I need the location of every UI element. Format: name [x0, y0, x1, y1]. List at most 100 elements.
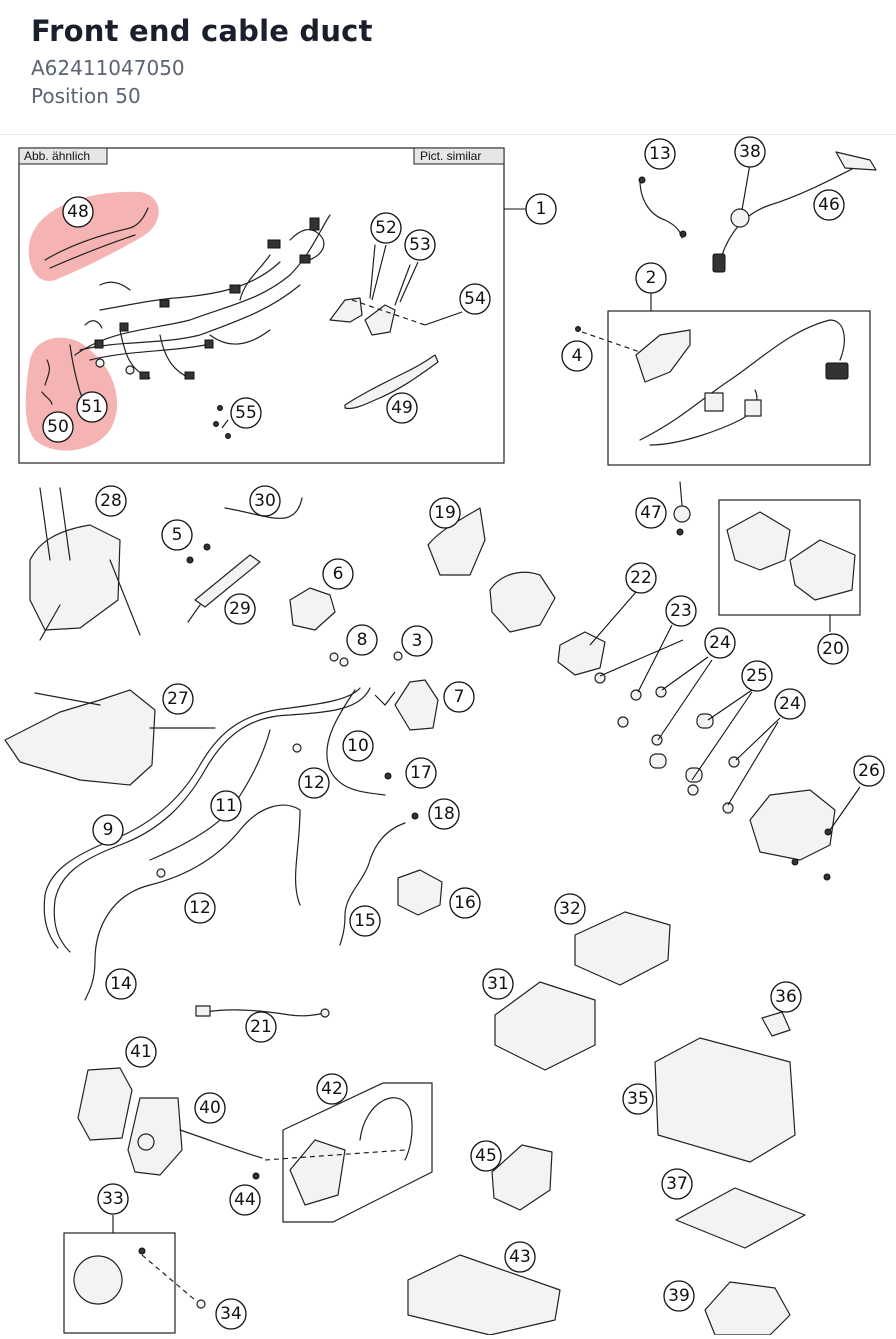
mount-26 — [749, 789, 836, 861]
callout-47: 47 — [635, 497, 667, 529]
svg-text:40: 40 — [199, 1098, 221, 1118]
cable-15 — [339, 822, 406, 946]
cable-13 — [639, 179, 683, 239]
svg-text:32: 32 — [559, 899, 581, 919]
control-unit-31 — [494, 981, 596, 1071]
svg-text:16: 16 — [454, 893, 476, 913]
callout-20: 20 — [817, 633, 849, 665]
cable-50 — [41, 359, 53, 405]
svg-text:53: 53 — [409, 235, 431, 255]
callout-26: 26 — [853, 755, 885, 787]
sensor-47 — [679, 481, 683, 506]
svg-text:17: 17 — [410, 763, 432, 783]
callout-22: 22 — [625, 562, 657, 594]
switch-40 — [127, 1097, 183, 1176]
callout-19: 19 — [429, 497, 461, 529]
pad-37 — [675, 1187, 806, 1249]
sub-harness-48 — [44, 207, 149, 261]
spring-25a — [696, 713, 714, 729]
nut-34 — [196, 1299, 206, 1309]
horn-assembly-33-frame — [63, 1232, 176, 1334]
callout-35: 35 — [622, 1083, 654, 1115]
callout-36: 36 — [770, 981, 802, 1013]
part-3 — [393, 651, 403, 661]
position-label: Position 50 — [31, 84, 141, 108]
callout-24a: 24 — [704, 627, 736, 659]
svg-text:19: 19 — [434, 503, 456, 523]
callout-50: 50 — [42, 411, 74, 443]
callout-44: 44 — [229, 1184, 261, 1216]
washer-24b — [617, 716, 629, 728]
callout-18: 18 — [428, 798, 460, 830]
svg-text:2: 2 — [646, 268, 657, 288]
assembly-42-group — [264, 1082, 433, 1223]
svg-text:28: 28 — [100, 491, 122, 511]
clip-12b — [156, 868, 166, 878]
svg-text:10: 10 — [347, 736, 369, 756]
svg-text:34: 34 — [220, 1304, 242, 1324]
callout-24b: 24 — [774, 688, 806, 720]
callout-4: 4 — [561, 340, 593, 372]
tag-left-text: Abb. ähnlich — [24, 149, 90, 163]
part-number: A62411047050 — [31, 56, 185, 80]
callout-41: 41 — [125, 1036, 157, 1068]
callout-29: 29 — [224, 593, 256, 625]
svg-text:18: 18 — [433, 804, 455, 824]
callout-39: 39 — [663, 1280, 695, 1312]
callout-9: 9 — [92, 814, 124, 846]
callout-16: 16 — [449, 887, 481, 919]
svg-text:43: 43 — [509, 1247, 531, 1267]
svg-text:29: 29 — [229, 599, 251, 619]
svg-text:42: 42 — [321, 1079, 343, 1099]
svg-text:38: 38 — [739, 142, 761, 162]
page-title: Front end cable duct — [31, 14, 373, 48]
svg-text:45: 45 — [475, 1146, 497, 1166]
nut-8 — [329, 652, 339, 662]
callout-51: 51 — [76, 391, 108, 423]
screw-5b — [203, 543, 211, 551]
svg-text:36: 36 — [775, 987, 797, 1007]
callout-31: 31 — [482, 968, 514, 1000]
cable-21 — [204, 1009, 326, 1017]
callout-46: 46 — [813, 189, 845, 221]
svg-text:37: 37 — [666, 1174, 688, 1194]
screw-5a — [186, 556, 194, 564]
wiring-harness-drawing — [74, 214, 331, 380]
svg-text:54: 54 — [464, 289, 486, 309]
svg-text:46: 46 — [818, 195, 840, 215]
svg-text:21: 21 — [250, 1017, 272, 1037]
callout-52: 52 — [370, 212, 402, 244]
sensor-22 — [557, 631, 606, 676]
svg-text:48: 48 — [67, 202, 89, 222]
callout-8: 8 — [346, 624, 378, 656]
mount-assembly-20 — [718, 499, 861, 632]
callout-25: 25 — [741, 660, 773, 692]
assembly-42-frame — [282, 1082, 433, 1223]
washer-23b — [630, 689, 642, 701]
callout-10: 10 — [342, 730, 374, 762]
cover-part — [489, 571, 556, 633]
callout-labels: 1 2 3 4 5 6 7 8 9 10 11 12 12 13 14 15 1… — [42, 136, 885, 1330]
tag-abb-aehnlich: Abb. ähnlich — [18, 147, 108, 165]
cable-14 — [84, 804, 301, 1001]
callout-43: 43 — [504, 1241, 536, 1273]
callout-7: 7 — [443, 681, 475, 713]
svg-text:24: 24 — [709, 633, 731, 653]
svg-text:8: 8 — [357, 630, 368, 650]
svg-text:20: 20 — [822, 639, 844, 659]
bracket-19 — [427, 507, 486, 576]
svg-text:13: 13 — [649, 144, 671, 164]
svg-text:23: 23 — [670, 601, 692, 621]
screw-18 — [411, 812, 419, 820]
callout-38: 38 — [734, 136, 766, 168]
svg-text:52: 52 — [375, 218, 397, 238]
callout-42: 42 — [316, 1073, 348, 1105]
grommet-38 — [730, 208, 750, 228]
callout-14: 14 — [105, 968, 137, 1000]
svg-text:14: 14 — [110, 974, 132, 994]
callout-30: 30 — [249, 485, 281, 517]
callout-53: 53 — [404, 229, 436, 261]
svg-text:51: 51 — [81, 397, 103, 417]
callout-23: 23 — [665, 595, 697, 627]
svg-text:12: 12 — [189, 898, 211, 918]
